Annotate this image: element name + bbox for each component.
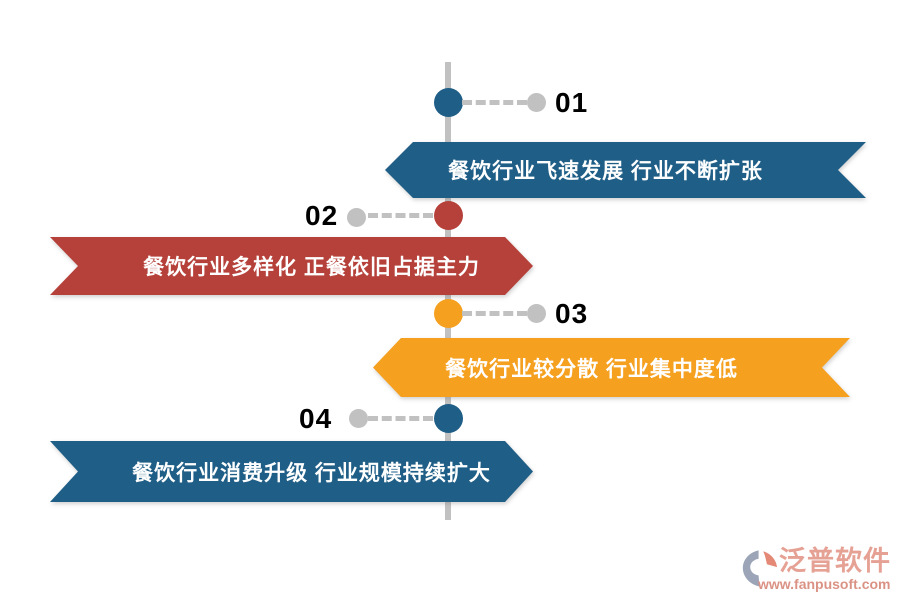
watermark: 泛普软件 www.fanpusoft.com [741, 548, 896, 594]
connector-dot-01 [527, 93, 546, 112]
step-number-02: 02 [305, 200, 339, 231]
banner-02: 餐饮行业多样化 正餐依旧占据主力 [50, 237, 533, 295]
timeline-node-01 [434, 88, 463, 117]
banner-02-ribbon: 餐饮行业多样化 正餐依旧占据主力 [50, 237, 533, 295]
banner-01-label: 餐饮行业飞速发展 行业不断扩张 [448, 160, 763, 183]
timeline-node-02 [434, 201, 463, 230]
connector-04 [368, 416, 433, 421]
watermark-url: www.fanpusoft.com [758, 576, 891, 592]
connector-02 [368, 213, 433, 218]
step-number-01: 01 [555, 87, 589, 118]
banner-03-label: 餐饮行业较分散 行业集中度低 [445, 357, 738, 381]
banner-04: 餐饮行业消费升级 行业规模持续扩大 [50, 441, 533, 502]
banner-03-ribbon: 餐饮行业较分散 行业集中度低 [373, 338, 850, 397]
banner-04-label: 餐饮行业消费升级 行业规模持续扩大 [132, 461, 491, 485]
banner-02-label: 餐饮行业多样化 正餐依旧占据主力 [143, 256, 480, 279]
banner-01: 餐饮行业飞速发展 行业不断扩张 [385, 142, 866, 198]
step-number-03: 03 [555, 298, 589, 329]
connector-03 [462, 311, 527, 316]
connector-01 [462, 100, 527, 105]
connector-dot-03 [527, 304, 546, 323]
step-number-04: 04 [299, 403, 333, 434]
timeline-node-04 [434, 404, 463, 433]
timeline-node-03 [434, 299, 463, 328]
watermark-brand: 泛普软件 [779, 546, 891, 576]
banner-01-ribbon: 餐饮行业飞速发展 行业不断扩张 [385, 142, 866, 198]
banner-03: 餐饮行业较分散 行业集中度低 [373, 338, 850, 397]
banner-04-ribbon: 餐饮行业消费升级 行业规模持续扩大 [50, 441, 533, 502]
connector-dot-04 [349, 409, 368, 428]
fanpu-logo-icon [742, 550, 778, 587]
connector-dot-02 [347, 208, 366, 227]
